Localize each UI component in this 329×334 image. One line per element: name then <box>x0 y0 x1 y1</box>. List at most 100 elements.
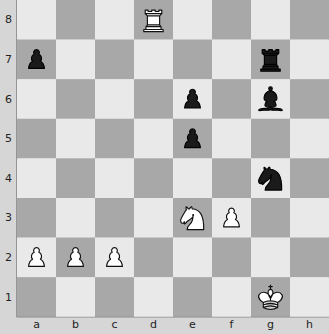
board-square <box>17 158 56 198</box>
rank-label: 1 <box>5 291 12 304</box>
file-label: a <box>33 318 40 331</box>
rank-label: 8 <box>5 13 12 26</box>
board-square <box>56 277 95 317</box>
board-square <box>173 238 212 278</box>
file-label: b <box>72 318 79 331</box>
piece-shape <box>144 10 163 32</box>
board-square <box>173 0 212 40</box>
board-square <box>56 238 95 278</box>
board-square <box>56 79 95 119</box>
board-square <box>251 40 290 80</box>
black-pawn <box>185 129 201 148</box>
board-square <box>17 0 56 40</box>
board-square <box>251 198 290 238</box>
board-square <box>173 198 212 238</box>
board-square <box>212 79 251 119</box>
black-knight <box>259 167 282 190</box>
board-square <box>56 40 95 80</box>
white-pawn <box>107 248 123 267</box>
board-square <box>173 277 212 317</box>
board-square <box>290 158 329 198</box>
board-square <box>290 40 329 80</box>
rank-label: 4 <box>5 172 12 185</box>
white-rook <box>144 10 163 32</box>
board-square <box>134 119 173 159</box>
board-square <box>95 238 134 278</box>
board-square <box>95 119 134 159</box>
board-square <box>251 238 290 278</box>
piece-shape <box>181 207 204 230</box>
board-square <box>134 277 173 317</box>
board-square <box>290 0 329 40</box>
board-square <box>212 198 251 238</box>
piece-shape <box>29 248 45 267</box>
board-square <box>212 158 251 198</box>
file-label: d <box>150 318 157 331</box>
file-label: h <box>306 318 313 331</box>
board-square <box>290 119 329 159</box>
board-square <box>56 0 95 40</box>
piece-shape <box>185 129 201 148</box>
piece-shape <box>224 208 240 227</box>
rank-label: 2 <box>5 251 12 264</box>
rank-label: 3 <box>5 211 12 224</box>
board-square <box>134 238 173 278</box>
piece-shape <box>261 50 280 72</box>
file-label: f <box>230 318 234 331</box>
rank-label: 6 <box>5 93 12 106</box>
board-border <box>17 0 329 317</box>
board-square <box>134 158 173 198</box>
board-square <box>173 119 212 159</box>
board-square <box>290 238 329 278</box>
piece-shape <box>68 248 84 267</box>
board-square <box>212 277 251 317</box>
board-square <box>134 40 173 80</box>
file-label: e <box>189 318 196 331</box>
board-square <box>212 0 251 40</box>
board-square <box>134 79 173 119</box>
file-label: c <box>111 318 117 331</box>
board-square <box>56 158 95 198</box>
board-square <box>290 198 329 238</box>
board-square <box>212 40 251 80</box>
piece-shape <box>107 248 123 267</box>
board-square <box>95 79 134 119</box>
board-square <box>17 238 56 278</box>
board-square <box>95 277 134 317</box>
board-square <box>290 79 329 119</box>
board-square <box>212 238 251 278</box>
board-square <box>95 0 134 40</box>
board-square <box>95 40 134 80</box>
board-square <box>212 119 251 159</box>
board-square <box>134 198 173 238</box>
board-square <box>251 79 290 119</box>
board-square <box>56 119 95 159</box>
white-pawn <box>224 208 240 227</box>
board-square <box>17 198 56 238</box>
board-square <box>251 119 290 159</box>
piece-shape <box>259 87 283 111</box>
rank-label: 5 <box>5 132 12 145</box>
board-square <box>251 277 290 317</box>
board-square <box>95 158 134 198</box>
white-knight <box>181 207 204 230</box>
black-pawn <box>185 89 201 108</box>
board-square <box>290 277 329 317</box>
piece-shape <box>185 89 201 108</box>
board-square <box>17 79 56 119</box>
board-square <box>251 0 290 40</box>
board-square <box>17 277 56 317</box>
white-king <box>259 285 283 309</box>
black-bishop <box>259 87 283 111</box>
board-square <box>173 79 212 119</box>
piece-shape <box>259 285 283 309</box>
board-square <box>173 40 212 80</box>
white-pawn <box>68 248 84 267</box>
board-square <box>134 0 173 40</box>
file-label: g <box>267 318 274 331</box>
rank-label: 7 <box>5 53 12 66</box>
board-square <box>173 158 212 198</box>
piece-shape <box>259 167 282 190</box>
board-square <box>251 158 290 198</box>
